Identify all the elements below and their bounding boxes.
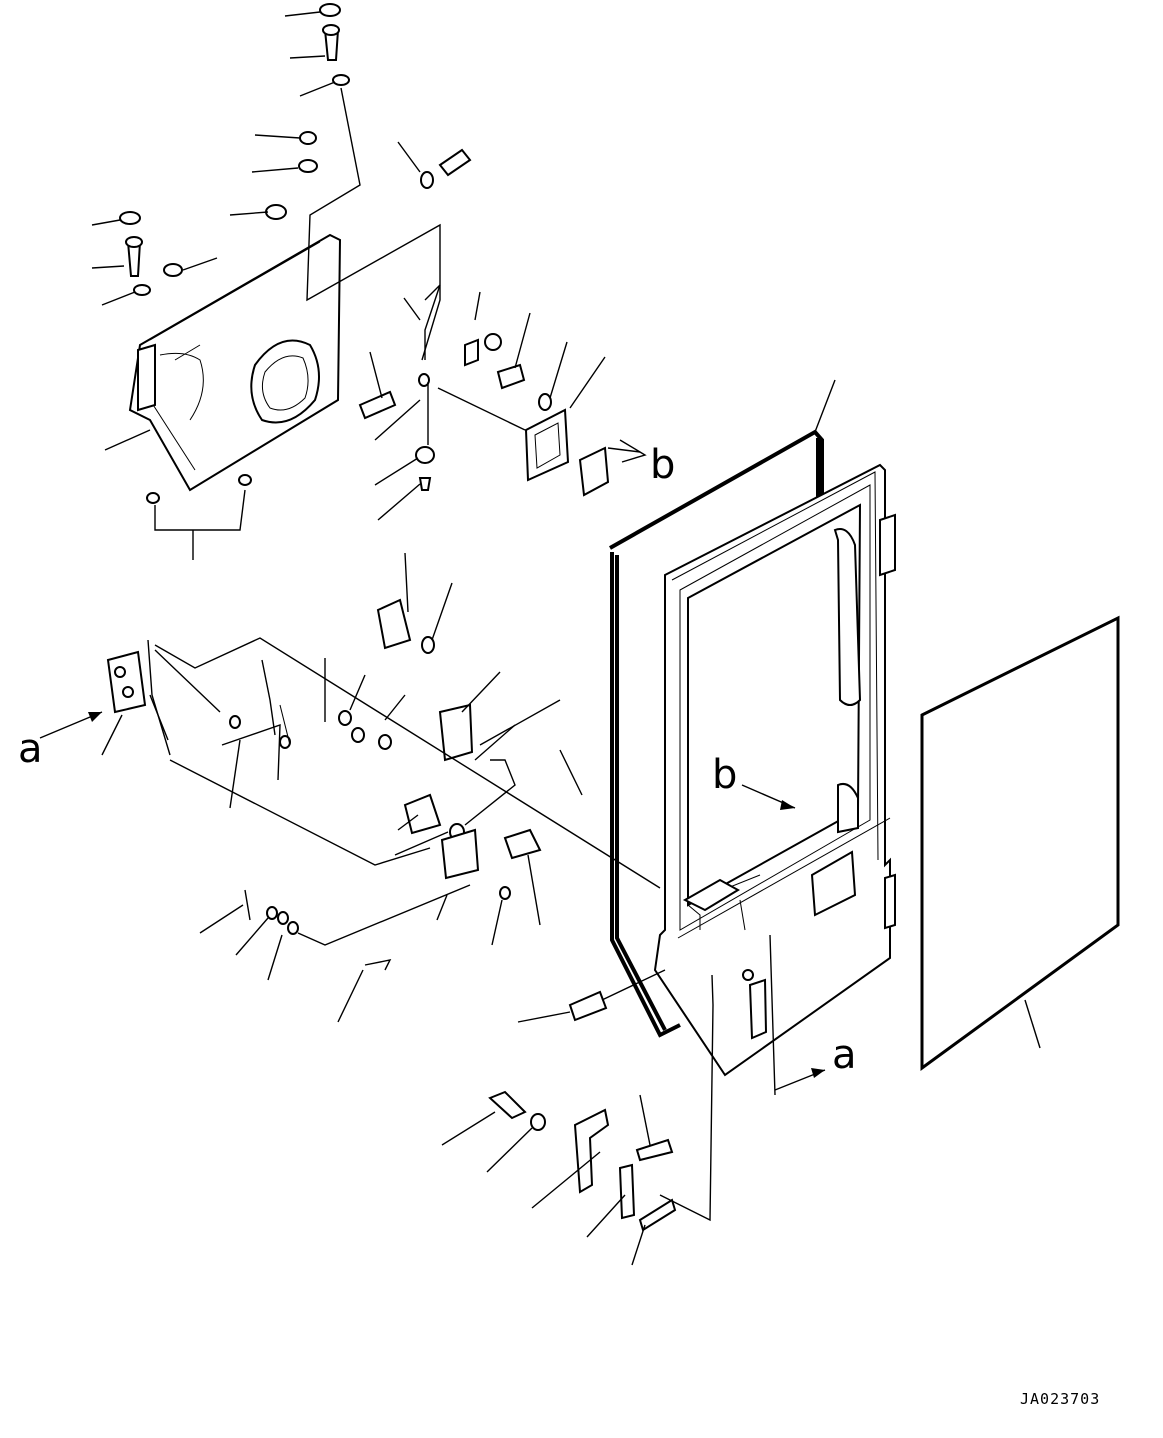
view-label-b-top: b <box>650 442 675 488</box>
door-lock-assembly <box>39 552 661 1023</box>
view-arrows <box>741 784 826 1091</box>
door-panel <box>653 463 896 1077</box>
view-label-a-left: a <box>18 726 43 772</box>
upper-cover-assembly <box>91 3 472 560</box>
latch-mechanism <box>358 284 836 521</box>
view-label-a-bottom: a <box>832 1032 857 1078</box>
bottom-parts <box>441 1090 677 1266</box>
glass-panel <box>920 615 1120 1071</box>
drawing-code: JA023703 <box>1020 1390 1101 1408</box>
door-bolts <box>517 934 776 1222</box>
view-label-b-door: b <box>712 752 737 798</box>
